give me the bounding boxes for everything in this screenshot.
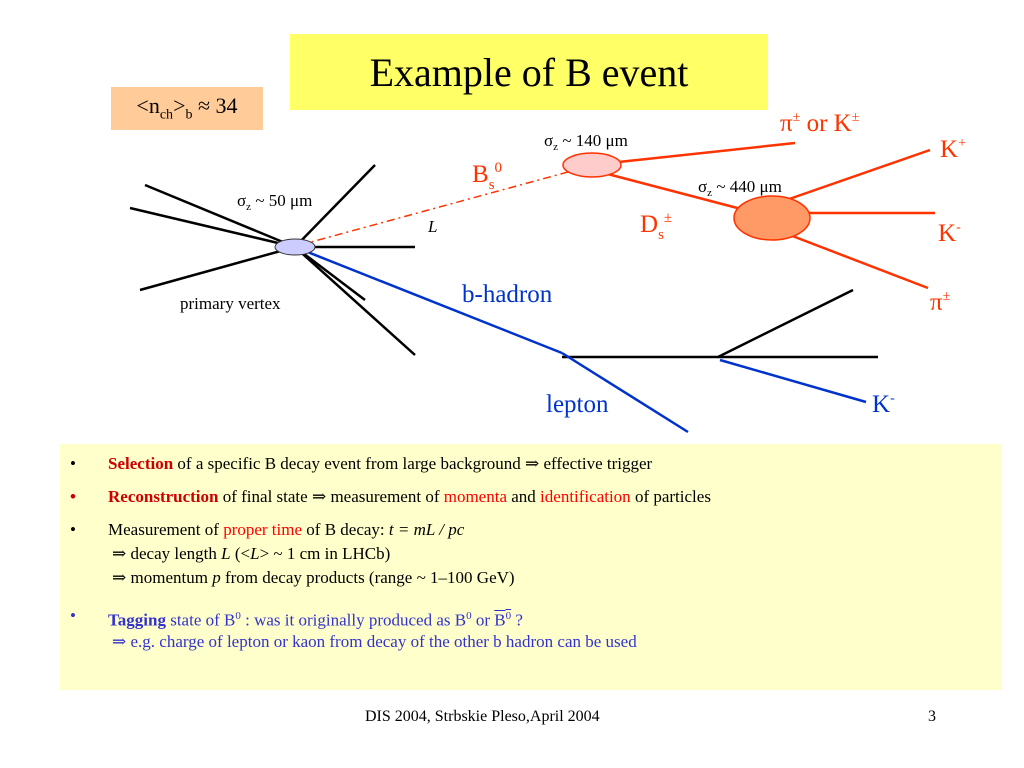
kplus-label: K+ [940,136,966,163]
kaon-track [719,358,867,404]
pi-or-k-track [599,141,796,166]
slide-title-text: Example of B event [369,49,689,95]
pi-label: π± [930,289,951,316]
pi-or-k-label: π± or K± [780,110,860,137]
sigma-ds-label: σz ~ 440 μm [698,177,782,199]
ds-label: Ds± [640,210,672,243]
event-diagram: σz ~ 50 μm L primary vertex σz ~ 140 μm … [129,110,966,434]
footer-conference: DIS 2004, Strbskie Pleso,April 2004 [365,708,600,725]
sigma-primary-label: σz ~ 50 μm [237,191,312,213]
primary-vertex-label: primary vertex [180,294,281,313]
pi-track [781,230,929,290]
ds-flight-track [599,170,746,212]
lepton-track [561,351,689,434]
lepton-label: lepton [546,391,609,418]
kminus-label: K- [938,220,961,247]
bs-flight-path [299,165,591,246]
b-hadron-label: b-hadron [462,281,553,308]
multiplicity-label: <nch>b ≈ 34 [136,93,238,123]
sigma-bs-label: σz ~ 140 μm [544,131,628,153]
primary-vertex [274,238,316,256]
flight-length-label: L [427,217,437,236]
bs-label: Bs0 [472,160,502,193]
footer-page-number: 3 [928,708,936,725]
pv-track [294,246,416,356]
bullet-box: • Selection of a specific B decay event … [60,444,1002,690]
other-b-tracks [562,288,878,359]
ds-vertex [733,195,811,241]
other-b-track [717,288,854,359]
k-other-label: K- [872,391,895,418]
pv-track [129,206,296,249]
kplus-track [771,148,931,207]
pv-track [139,245,296,292]
pv-track [144,183,296,249]
bs-vertex [562,152,622,178]
slide-title: Example of B event [290,34,768,110]
multiplicity-box: <nch>b ≈ 34 [111,87,263,130]
pv-track [294,164,376,248]
b-hadron-track [294,245,563,355]
blue-tracks [294,245,867,434]
